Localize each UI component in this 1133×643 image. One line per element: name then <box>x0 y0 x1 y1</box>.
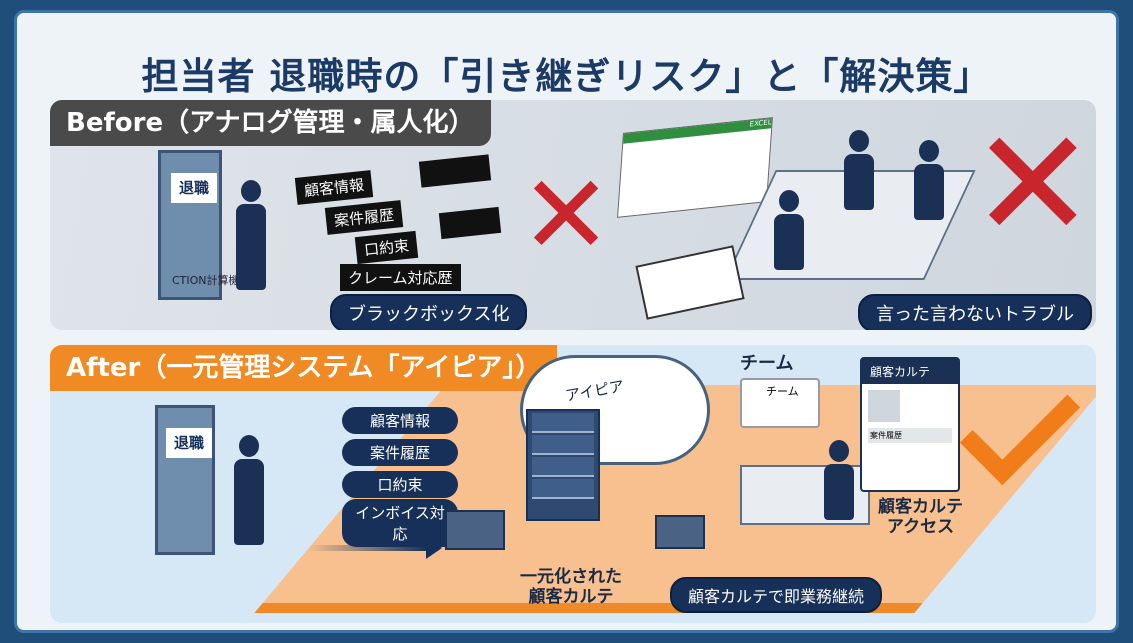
team-title: チーム <box>740 353 794 374</box>
lost-item: 顧客情報 <box>294 170 374 205</box>
before-header: Before（アナログ管理・属人化） <box>50 100 491 146</box>
x-mark-icon: ✕ <box>520 151 613 279</box>
laptop-icon <box>445 510 505 550</box>
team-card-label: チーム <box>766 385 799 398</box>
door-icon: 退職 <box>155 405 215 555</box>
spreadsheet-icon: EXCEL <box>617 117 773 218</box>
customer-karte-card: 顧客カルテ 案件履歴 <box>860 357 960 492</box>
worried-worker-icon <box>840 130 878 210</box>
karte-card-section: 案件履歴 <box>868 428 952 443</box>
lost-item: 口約束 <box>354 230 419 265</box>
blackbox-caption: ブラックボックス化 <box>330 294 528 330</box>
spreadsheet-label: EXCEL <box>749 118 772 129</box>
notebook-icon <box>635 245 745 320</box>
laptop-icon <box>655 515 705 549</box>
lost-item: 案件履歴 <box>324 200 404 235</box>
door-sign: 退職 <box>171 173 217 203</box>
page-title: 担当者 退職時の「引き継ぎリスク」と「解決策」 <box>141 55 992 98</box>
trouble-caption: 言った言わないトラブル <box>858 294 1092 330</box>
worker-icon <box>820 440 858 520</box>
avatar-icon <box>868 390 900 422</box>
blacked-out-bubble <box>418 154 492 188</box>
worried-worker-icon <box>910 140 948 220</box>
data-item: 口約束 <box>342 471 458 498</box>
worker-icon <box>770 190 808 270</box>
door-sign: 退職 <box>166 428 212 458</box>
lost-item: クレーム対応歴 <box>340 264 461 291</box>
data-item: 案件履歴 <box>342 439 458 466</box>
leaving-employee-icon <box>232 180 270 290</box>
x-mark-icon: ✕ <box>970 100 1096 272</box>
after-header: After（一元管理システム「アイピア」） <box>50 345 558 391</box>
unified-karte-label: 一元化された顧客カルテ <box>520 567 622 608</box>
continuity-caption: 顧客カルテで即業務継続 <box>670 577 883 613</box>
server-icon <box>526 409 600 521</box>
leaving-employee-icon <box>230 435 268 545</box>
cloud-label: アイピア <box>563 376 626 406</box>
before-panel: Before（アナログ管理・属人化） 退職 CTION計算機 顧客情報 案件履歴… <box>50 100 1096 330</box>
karte-card-title: 顧客カルテ <box>862 359 958 384</box>
data-item: インボイス対応 <box>342 499 458 547</box>
after-panel: After（一元管理システム「アイピア」） 退職 顧客情報 案件履歴 口約束 イ… <box>50 345 1096 623</box>
blacked-out-bubble <box>438 206 502 240</box>
data-item: 顧客情報 <box>342 407 458 434</box>
team-card: チーム <box>740 378 820 428</box>
door-icon: 退職 <box>158 150 222 300</box>
karte-access-label: 顧客カルテアクセス <box>878 497 963 538</box>
floor-label: CTION計算機 <box>172 274 240 287</box>
